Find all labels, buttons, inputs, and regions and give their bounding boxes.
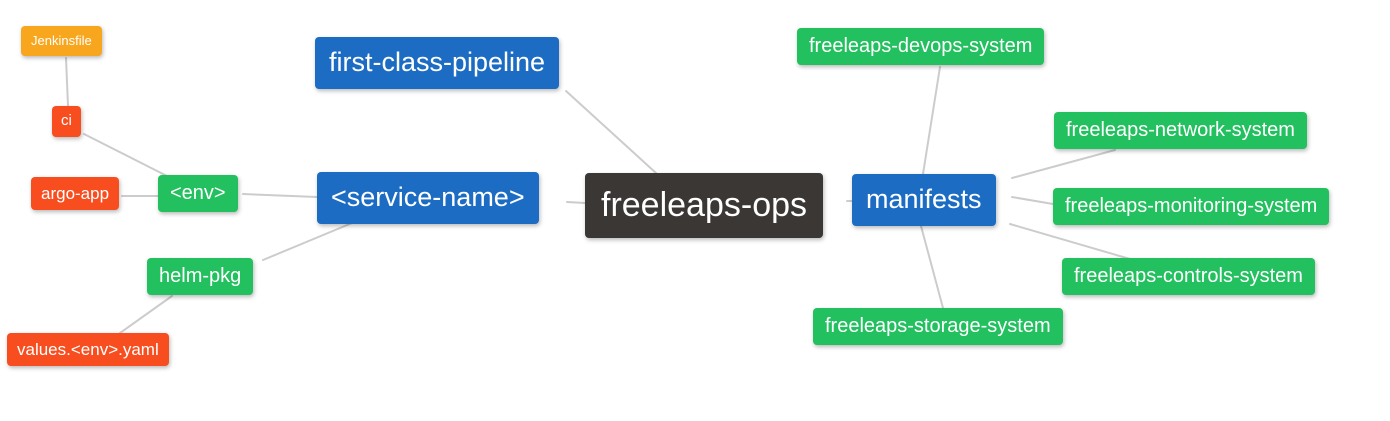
edge-manifests-controls <box>1009 223 1131 260</box>
edge-env-service <box>242 193 318 198</box>
node-helm-pkg[interactable]: helm-pkg <box>147 258 254 295</box>
node-label: ci <box>61 112 72 129</box>
node-freeleaps-monitoring-system[interactable]: freeleaps-monitoring-system <box>1053 188 1330 225</box>
node-label: freeleaps-storage-system <box>825 315 1051 337</box>
node-first-class-pipeline[interactable]: first-class-pipeline <box>315 37 560 89</box>
node-label: helm-pkg <box>159 265 242 287</box>
node-label: <env> <box>170 182 226 204</box>
node-label: first-class-pipeline <box>329 47 546 77</box>
edge-helm-pkg-values <box>119 295 173 334</box>
edge-manifests-devops <box>922 66 941 175</box>
node-ci[interactable]: ci <box>52 106 81 137</box>
node-label: argo-app <box>41 184 110 203</box>
node-manifests[interactable]: manifests <box>852 174 996 226</box>
node-service-name[interactable]: <service-name> <box>317 172 539 224</box>
edge-manifests-network <box>1011 149 1116 179</box>
edge-service-ops <box>566 201 586 204</box>
node-label: freeleaps-controls-system <box>1074 265 1303 287</box>
node-argo-app[interactable]: argo-app <box>31 177 120 211</box>
node-env[interactable]: <env> <box>158 175 238 212</box>
edge-manifests-monitoring <box>1011 196 1054 205</box>
node-label: values.<env>.yaml <box>17 340 159 359</box>
node-freeleaps-devops-system[interactable]: freeleaps-devops-system <box>797 28 1045 65</box>
node-label: manifests <box>866 184 982 214</box>
node-freeleaps-storage-system[interactable]: freeleaps-storage-system <box>813 308 1063 345</box>
node-label: freeleaps-ops <box>601 186 808 224</box>
edge-manifests-storage <box>920 225 944 309</box>
node-jenkinsfile[interactable]: Jenkinsfile <box>21 26 102 57</box>
node-values-env-yaml[interactable]: values.<env>.yaml <box>7 333 169 367</box>
node-label: <service-name> <box>331 182 525 212</box>
edge-pipeline-ops <box>565 90 657 174</box>
node-freeleaps-controls-system[interactable]: freeleaps-controls-system <box>1062 258 1315 295</box>
edge-ci-env <box>83 133 168 177</box>
node-freeleaps-network-system[interactable]: freeleaps-network-system <box>1054 112 1307 149</box>
node-label: freeleaps-devops-system <box>809 35 1033 57</box>
node-label: Jenkinsfile <box>31 33 92 48</box>
node-freeleaps-ops-root[interactable]: freeleaps-ops <box>585 173 824 238</box>
node-label: freeleaps-monitoring-system <box>1065 195 1318 217</box>
node-label: freeleaps-network-system <box>1066 119 1295 141</box>
edge-service-helm-pkg <box>262 222 353 261</box>
edge-jenkinsfile-ci <box>65 57 69 107</box>
